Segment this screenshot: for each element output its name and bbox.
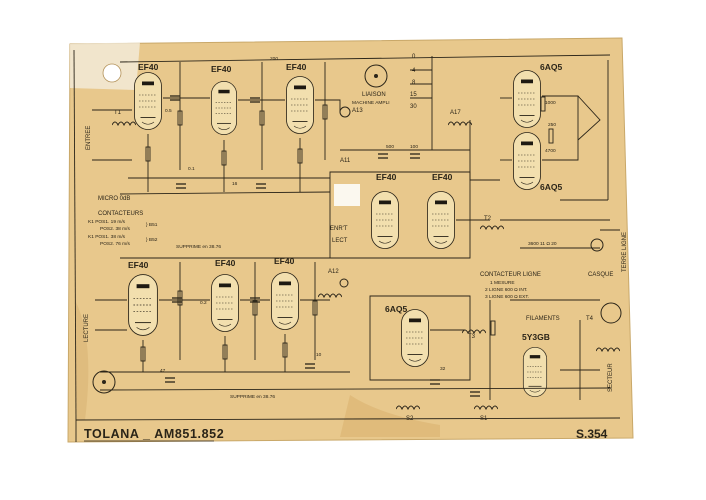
value-label: 100 [410,144,418,150]
b52-label: } B52 [146,237,158,243]
k1-pos1-label: K1 POS1. 19 m/s [88,219,126,225]
tube-label: EF40 [211,64,232,74]
filaments-label: FILAMENTS [526,316,560,322]
t1-label: T1 [114,110,122,116]
entree-label: ENTREE [86,126,92,150]
value-label: 0.1 [188,166,195,172]
value-label: 10 [316,352,322,358]
value-label: 500 [386,144,394,150]
k1-pos2-label: POS2. 38 m/s [100,226,130,232]
casque-label: CASQUE [588,272,613,278]
tube-v10: EF40 [271,256,299,330]
ligne-3-label: 3 LIGNE 600 Ω EXT. [485,294,529,300]
s2-label: S2 [406,416,414,422]
tube-v1: EF40 [134,62,162,130]
paper-discoloration [75,300,89,420]
output-tap-4: 4 [412,68,416,74]
value-label: 32 [440,366,446,372]
lecture-label: LECTURE [84,314,90,342]
tube-v12: 5Y3GB [522,332,550,398]
tube-label: EF40 [376,172,397,182]
contacteurs-label: CONTACTEURS [98,211,143,217]
sheet-reference: S.354 [576,427,608,441]
value-label: 200 [270,56,278,62]
value-label: 4700 [545,148,556,154]
tube-label: EF40 [432,172,453,182]
tube-label: EF40 [128,260,149,270]
a13-label: A13 [352,108,363,114]
components [92,64,622,410]
value-label: 47 [160,368,166,374]
micro-label: MICRO 0dB [98,196,130,202]
output-tap-15: 15 [410,92,417,98]
tube-v6: EF40 [370,172,400,250]
paper-sheet [67,37,634,443]
tube-label: 5Y3GB [522,332,550,342]
labels: ENTREE MICRO 0dB LECTURE LIAISON MACHINE… [84,54,628,422]
value-label: 16 [232,181,238,187]
enrt-label: ENR'T [330,226,348,232]
output-tap-0: 0 [412,54,416,60]
liaison-label: LIAISON [362,92,386,98]
contacteur-ligne-label: CONTACTEUR LIGNE [480,272,541,278]
value-label: 0.2 [200,300,207,306]
k1-pos1b-label: K1 POS1. 38 m/s [88,234,126,240]
value-label: 0.5 [165,108,172,114]
resistor-value-label: 3600 11 Ω 20 [528,241,557,247]
tube-v2: EF40 [210,64,238,136]
value-label: 250 [548,122,556,128]
output-tap-30: 30 [410,104,417,110]
terre-ligne-label: TERRE LIGNE [622,232,628,272]
ligne-2-label: 2 LIGNE 600 Ω INT. [485,287,528,293]
tube-v7: EF40 [426,172,456,250]
s1-label: S1 [480,416,488,422]
tube-v11: 6AQ5 [385,304,429,367]
tube-v5: 6AQ5 [513,132,562,192]
b51-label: } B51 [146,222,158,228]
paper-discoloration-2 [340,395,440,437]
t4-label: T4 [586,316,594,322]
paper-stain [70,42,140,90]
supprime-label-2: SUPPRIME en 38.76 [230,394,275,400]
lect-label: LECT [332,238,348,244]
ligne-1-label: 1 MESURE [490,280,515,286]
tube-label: EF40 [215,258,236,268]
secteur-label: SECTEUR [608,363,614,392]
tube-label: EF40 [138,62,159,72]
k1-pos2b-label: POS2. 76 m/s [100,241,130,247]
t3-label: T3 [468,334,476,340]
a12-label: A12 [328,269,339,275]
tube-v9: EF40 [211,258,239,332]
output-tap-8: 8 [412,80,416,86]
tube-label: EF40 [274,256,295,266]
t2-label: T2 [484,216,492,222]
supprime-label-1: SUPPRIME en 38.76 [176,244,221,250]
a11-label: A11 [340,158,351,164]
tube-label: EF40 [286,62,307,72]
tube-v8: EF40 [128,260,158,336]
tube-v3: EF40 [286,62,314,134]
machine-ampli-label: MACHINE AMPLI [352,100,390,106]
paper-patch [334,184,360,206]
tube-label: 6AQ5 [540,62,562,72]
tube-label: 6AQ5 [540,182,562,192]
sheet-title: TOLANA _ AM851.852 [84,427,224,441]
tube-label: 6AQ5 [385,304,407,314]
value-label: 1000 [545,100,556,106]
a17-label: A17 [450,110,461,116]
tube-v4: 6AQ5 [513,62,562,128]
punch-hole-top [102,63,122,83]
wiring [92,54,620,400]
